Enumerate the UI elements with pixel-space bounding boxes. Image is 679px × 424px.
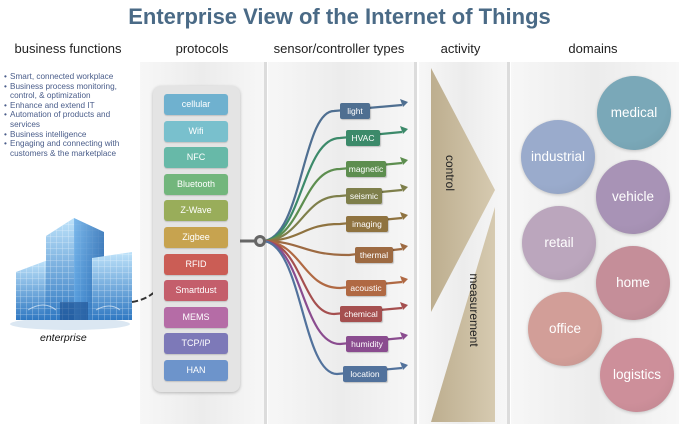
connector-arrowhead [400,99,408,107]
business-function-item: Engaging and connecting with customers &… [4,139,136,158]
connector-curve [261,161,403,243]
protocol-han: HAN [164,360,228,381]
sensor-seismic: seismic [346,188,382,204]
sensor-location: location [343,366,387,382]
header-business-functions: business functions [14,41,122,56]
column-divider [414,62,417,424]
header-sensor-types: sensor/controller types [273,41,405,56]
header-protocols: protocols [175,41,229,56]
business-function-item: Automation of products and services [4,110,136,129]
control-triangle [431,68,495,312]
protocol-tcp-ip: TCP/IP [164,333,228,355]
column-divider [507,62,510,424]
enterprise-connector [131,283,169,303]
diagram-title: Enterprise View of the Internet of Thing… [128,4,551,29]
sensor-thermal: thermal [355,247,393,263]
protocol-zigbee: Zigbee [164,227,228,248]
connector-arrowhead [400,276,408,284]
domain-office: office [528,292,602,366]
domain-logistics: logistics [600,338,674,412]
enterprise-label: enterprise [40,332,87,344]
enterprise-building-icon [10,218,132,330]
business-function-item: Enhance and extend IT [4,101,136,111]
connector-curve [261,188,403,243]
activity-control-label: control [443,154,457,192]
sensor-imaging: imaging [346,216,388,232]
sensor-column-bg [268,62,414,424]
connector-hub-center [257,238,263,244]
connector-curve [261,130,403,243]
protocol-mems: MEMS [164,306,228,328]
protocol-z-wave: Z-Wave [164,200,228,222]
activity-triangles [431,68,495,422]
sensor-magnetic: magnetic [346,161,386,177]
protocol-rfid: RFID [164,253,228,275]
connector-arrowhead [400,362,408,370]
protocol-cellular: cellular [164,94,228,115]
domain-vehicle: vehicle [596,160,670,234]
sensor-hvac: HVAC [346,130,380,146]
connector-arrowhead [400,126,408,134]
connector-curve [261,239,403,376]
protocol-nfc: NFC [164,147,228,169]
activity-measurement-label: measurement [467,273,481,347]
domain-medical: medical [597,76,671,150]
domain-industrial: industrial [521,120,595,194]
sensor-light: light [340,103,370,119]
sensor-chemical: chemical [340,306,382,322]
measurement-triangle [431,207,495,422]
business-function-item: Business process monitoring, control, & … [4,82,136,101]
header-activity: activity [440,41,481,56]
domain-home: home [596,246,670,320]
business-function-item: Smart, connected workplace [4,72,136,82]
connector-arrowhead [400,212,408,220]
connector-arrowhead [400,332,408,340]
business-functions-list: Smart, connected workplace Business proc… [4,72,136,158]
protocol-wifi: Wifi [164,120,228,142]
connector-arrowhead [400,157,408,165]
protocol-bluetooth: Bluetooth [164,173,228,195]
business-function-item: Business intelligence [4,130,136,140]
sensor-humidity: humidity [346,336,388,352]
connector-curve [261,239,403,257]
header-domains: domains [568,41,618,56]
connector-curve [261,216,403,243]
connector-arrowhead [400,184,408,192]
sensor-acoustic: acoustic [346,280,386,296]
protocol-smartdust: Smartdust [164,280,228,302]
domain-retail: retail [522,206,596,280]
connector-arrowhead [400,243,408,251]
connector-arrowhead [400,302,408,310]
